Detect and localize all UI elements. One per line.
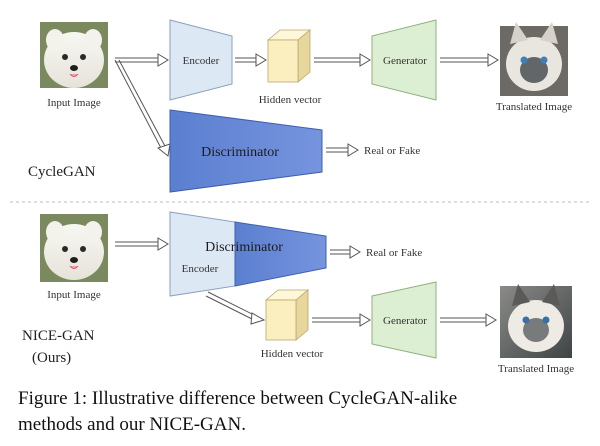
- bottom-method-label: NICE-GAN: [22, 328, 95, 344]
- top-real-or-fake-label: Real or Fake: [364, 145, 420, 157]
- top-discriminator-label: Discriminator: [201, 145, 279, 160]
- bottom-hidden-vector-cube: [264, 289, 310, 341]
- bottom-output-image: [500, 284, 572, 358]
- bottom-discriminator-label: Discriminator: [205, 240, 283, 255]
- bottom-real-or-fake-label: Real or Fake: [366, 247, 422, 259]
- top-method-label: CycleGAN: [28, 164, 96, 180]
- bottom-arrow-encoder-hidden: [205, 291, 266, 325]
- bottom-arrow-generator-output: [440, 313, 497, 327]
- top-input-image: [40, 22, 108, 88]
- bottom-output-label: Translated Image: [498, 363, 574, 375]
- top-hidden-label: Hidden vector: [259, 94, 322, 106]
- top-discriminator-block: [169, 109, 323, 193]
- top-arrow-input-discriminator: [114, 59, 171, 157]
- bottom-arrow-discriminator-output: [330, 245, 361, 259]
- top-arrow-discriminator-output: [326, 143, 359, 157]
- bottom-input-image: [40, 214, 108, 282]
- bottom-arrow-hidden-generator: [312, 313, 371, 327]
- caption-line-2: methods and our NICE-GAN.: [18, 414, 246, 435]
- top-arrow-encoder-hidden: [235, 53, 267, 67]
- bottom-section: Input Image Discriminator Encoder Real o…: [22, 211, 574, 375]
- top-arrow-input-encoder: [115, 53, 169, 67]
- bottom-encoder-label: Encoder: [182, 263, 219, 275]
- top-input-label: Input Image: [47, 97, 101, 109]
- top-generator-block: [371, 19, 437, 101]
- bottom-generator-block: [371, 281, 437, 359]
- bottom-input-label: Input Image: [47, 289, 101, 301]
- figure-caption: Figure 1: Illustrative difference betwee…: [18, 386, 588, 438]
- top-arrow-hidden-generator: [314, 53, 371, 67]
- caption-line-1: Figure 1: Illustrative difference betwee…: [18, 388, 458, 409]
- top-arrow-generator-output: [440, 53, 499, 67]
- top-encoder-label: Encoder: [183, 55, 220, 67]
- top-output-image: [500, 22, 568, 96]
- top-output-label: Translated Image: [496, 101, 572, 113]
- top-generator-label: Generator: [383, 55, 427, 67]
- top-hidden-vector-cube: [266, 29, 312, 83]
- bottom-hidden-label: Hidden vector: [261, 348, 324, 360]
- top-section: Input Image Encoder Hidden vector: [28, 19, 572, 193]
- top-encoder-block: [169, 19, 233, 101]
- bottom-generator-label: Generator: [383, 315, 427, 327]
- bottom-method-sublabel: (Ours): [32, 350, 71, 366]
- bottom-arrow-input-block: [115, 237, 169, 251]
